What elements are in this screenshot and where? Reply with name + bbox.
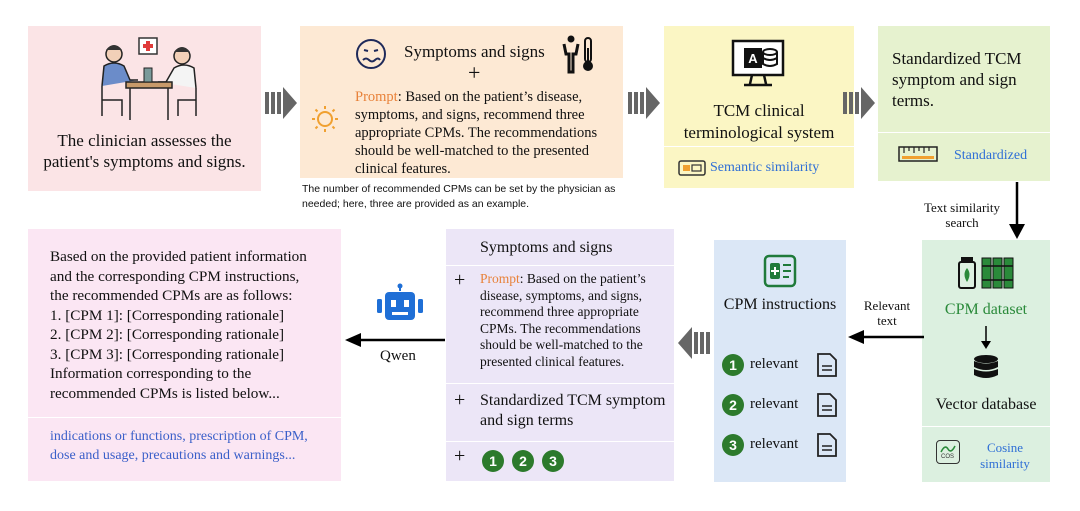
combined-divider-2 (446, 383, 674, 384)
relevant-number-1: 1 (722, 354, 744, 376)
down-arrow-text-similarity (1009, 182, 1025, 239)
terminology-box: A TCM clinical terminological system Sem… (664, 26, 854, 188)
ruler-icon (898, 146, 938, 162)
prompt-label: Prompt (355, 89, 398, 105)
text-similarity-label: Text similarity search (924, 200, 1000, 230)
process-arrow-3 (843, 87, 875, 119)
recommendation-line-5: 2. [CPM 2]: [Corresponding rationale] (50, 326, 285, 343)
relevant-text-arrow (848, 330, 924, 344)
cosine-wave-icon (940, 445, 956, 453)
recommendation-line-4: 1. [CPM 1]: [Corresponding rationale] (50, 306, 285, 324)
relevant-label-1: relevant (750, 356, 799, 372)
relevant-label-2: relevant (750, 396, 799, 412)
recommendation-line-6: 3. [CPM 3]: [Corresponding rationale] (50, 345, 285, 363)
robot-icon (377, 283, 423, 320)
lightbulb-icon (312, 106, 338, 132)
symptoms-title-2: Symptoms and signs (480, 239, 613, 256)
recommendation-text: Based on the provided patient informatio… (50, 247, 340, 403)
relevant-item-3: 3 relevant (722, 432, 842, 460)
relevant-item-1: 1 relevant (722, 352, 842, 380)
document-icon-3 (817, 433, 837, 457)
prompt-text: : Based on the patient’s disease, sympto… (355, 89, 598, 177)
process-arrow-1 (265, 87, 297, 119)
semantic-similarity-icon (678, 160, 706, 176)
document-icon-2 (817, 393, 837, 417)
plus-sign-3: + (454, 389, 466, 411)
combined-number-3: 3 (542, 450, 564, 472)
prompt-text-2: : Based on the patient’s disease, sympto… (480, 271, 646, 369)
relevant-text-label: Relevant text (863, 298, 911, 328)
terminology-title: TCM clinical terminological system (683, 101, 835, 142)
recommendation-line-8: recommended CPMs is listed below... (50, 384, 280, 402)
standardized-terms-title: Standardized TCM symptom and sign terms (480, 392, 666, 429)
recommendation-divider (28, 417, 341, 418)
plus-sign-4: + (454, 445, 466, 467)
relevant-number-2: 2 (722, 394, 744, 416)
standardized-label: Standardized (954, 148, 1028, 163)
recommendation-footer: indications or functions, prescription o… (50, 429, 308, 463)
clinician-box: The clinician assesses the patient's sym… (28, 26, 261, 191)
document-icon-1 (817, 353, 837, 377)
combined-divider-3 (446, 441, 674, 442)
semantic-similarity-label: Semantic similarity (710, 160, 820, 175)
symptoms-title: Symptoms and signs (404, 42, 545, 61)
prompt-label-2: Prompt (480, 271, 520, 286)
recommendation-line-2: and the corresponding CPM instructions, (50, 267, 300, 285)
terminology-divider (664, 146, 854, 147)
cpm-instructions-title: CPM instructions (723, 296, 837, 313)
cosine-similarity-label: Cosine similarity (980, 440, 1030, 471)
dataset-down-arrow (981, 326, 991, 349)
recommendation-box: Based on the provided patient informatio… (28, 229, 341, 481)
prompt-box: Symptoms and signs + Prompt: Based on th… (300, 26, 623, 178)
cpm-dataset-title: CPM dataset (944, 301, 1028, 318)
combined-number-1: 1 (482, 450, 504, 472)
combined-divider-1 (446, 265, 674, 266)
database-monitor-icon: A (731, 39, 785, 87)
prompt-text-block: Prompt: Based on the patient’s disease, … (355, 88, 617, 178)
medicine-card-icon (763, 254, 797, 288)
prompt-text-block-2: Prompt: Based on the patient’s disease, … (480, 271, 670, 370)
plus-sign-2: + (454, 269, 466, 291)
cosine-icon: COS (936, 440, 960, 464)
standardized-divider (878, 132, 1050, 133)
cpm-instructions-box: CPM instructions 1 relevant 2 relevant 3… (714, 240, 846, 482)
cpm-count-note: The number of recommended CPMs can be se… (302, 183, 616, 210)
dataset-divider (922, 426, 1050, 427)
cos-tag: COS (940, 454, 954, 460)
vector-database-icon (974, 355, 998, 378)
svg-text:A: A (748, 51, 758, 66)
process-arrow-left (678, 327, 710, 359)
recommendation-line-3: the recommended CPMs are as follows: (50, 287, 293, 304)
relevant-label-3: relevant (750, 436, 799, 452)
combined-number-2: 2 (512, 450, 534, 472)
relevant-item-2: 2 relevant (722, 392, 842, 420)
recommendation-line-1: Based on the provided patient informatio… (50, 248, 307, 265)
process-arrow-2 (628, 87, 660, 119)
cpm-dataset-box: CPM dataset Vector database COS Cosine s… (922, 240, 1050, 482)
combined-prompt-box: Symptoms and signs + Prompt: Based on th… (446, 229, 674, 481)
qwen-arrow (345, 333, 445, 347)
relevant-number-3: 3 (722, 434, 744, 456)
standardized-box: Standardized TCM symptom and sign terms.… (878, 26, 1050, 181)
sick-face-icon (356, 39, 386, 69)
clinician-patient-icon (101, 37, 197, 120)
clinician-text: The clinician assesses the patient's sym… (43, 131, 246, 171)
standardized-title: Standardized TCM symptom and sign terms. (892, 49, 1022, 110)
qwen-label: Qwen (380, 348, 416, 364)
person-thermometer-icon (562, 35, 593, 74)
plus-sign: + (468, 60, 481, 85)
recommendation-line-7: Information corresponding to the (50, 365, 252, 382)
medicine-books-icon (958, 257, 1014, 289)
vector-database-label: Vector database (935, 396, 1037, 413)
